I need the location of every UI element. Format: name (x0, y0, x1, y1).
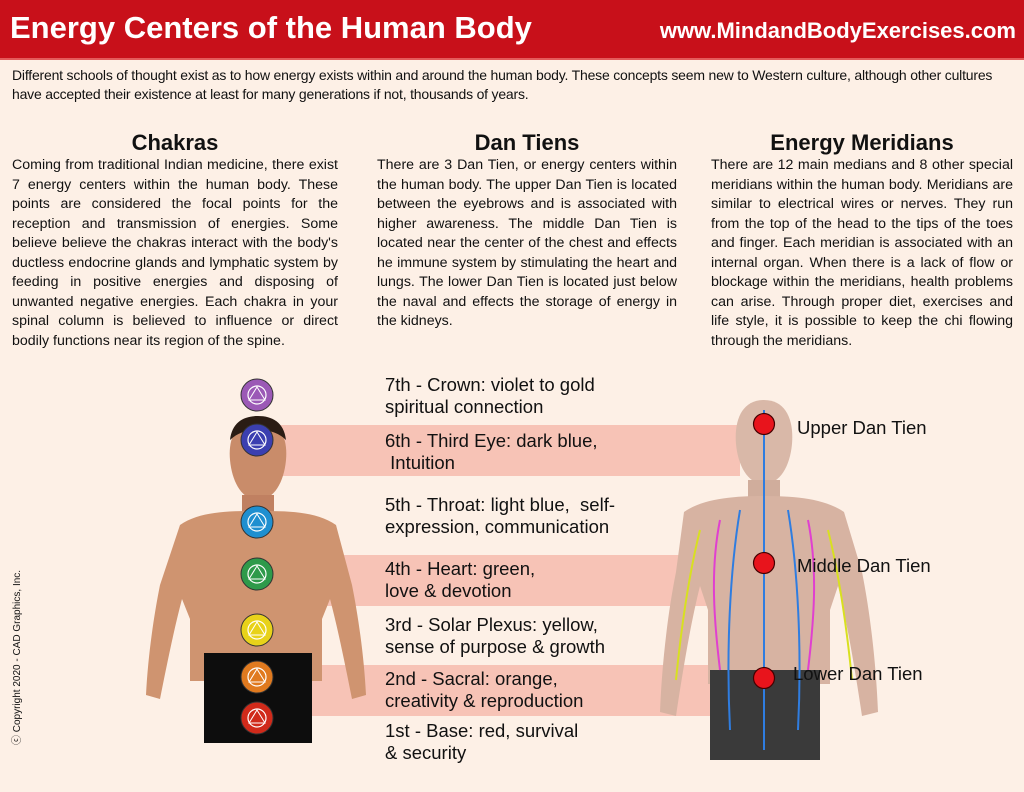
chakra-label: 5th - Throat: light blue, self- expressi… (385, 494, 615, 537)
section-title: Energy Meridians (770, 130, 954, 155)
chakra-label: 1st - Base: red, survival & security (385, 720, 579, 763)
chakra-symbol-icon (240, 557, 274, 591)
chakras-section: Chakras Coming from traditional Indian m… (12, 130, 338, 351)
highlight-band (240, 665, 740, 716)
section-text: Coming from traditional Indian medicine,… (12, 157, 338, 349)
chakra-symbol-icon (240, 505, 274, 539)
website-url: www.MindandBodyExercises.com (659, 18, 1016, 43)
section-title: Dan Tiens (474, 130, 580, 155)
section-title: Chakras (131, 130, 219, 155)
chakra-label: 7th - Crown: violet to gold spiritual co… (385, 374, 595, 417)
dan-tien-label: Lower Dan Tien (793, 663, 923, 684)
header-bar: Energy Centers of the Human Body www.Min… (0, 0, 1024, 60)
dan-tiens-section: Dan Tiens There are 3 Dan Tien, or energ… (377, 130, 677, 332)
meridian-body-figure (660, 400, 878, 760)
chakra-body-figure (146, 416, 366, 743)
chakra-label: 2nd - Sacral: orange, creativity & repro… (385, 668, 584, 711)
dan-tien-marker-icon (752, 551, 776, 575)
dan-tien-marker-icon (752, 666, 776, 690)
dan-tien-marker-icon (752, 412, 776, 436)
chakra-symbol-icon (240, 378, 274, 412)
section-text: There are 3 Dan Tien, or energy centers … (377, 157, 677, 329)
copyright: ⓒ Copyright 2020 - CAD Graphics, Inc. (12, 569, 23, 745)
chakra-label: 6th - Third Eye: dark blue, Intuition (385, 430, 598, 473)
dan-tien-label: Middle Dan Tien (797, 555, 931, 576)
page-title: Energy Centers of the Human Body (10, 10, 532, 45)
meridians-section: Energy Meridians There are 12 main media… (711, 130, 1013, 351)
dan-tien-label: Upper Dan Tien (797, 417, 927, 438)
chakra-symbol-icon (240, 660, 274, 694)
chakra-label: 4th - Heart: green, love & devotion (385, 558, 536, 601)
chakra-symbol-icon (240, 701, 274, 735)
chakra-symbol-icon (240, 613, 274, 647)
intro-text: Different schools of thought exist as to… (12, 67, 993, 102)
highlight-band (240, 425, 740, 476)
section-text: There are 12 main medians and 8 other sp… (711, 157, 1013, 349)
chakra-symbol-icon (240, 423, 274, 457)
chakra-label: 3rd - Solar Plexus: yellow, sense of pur… (385, 614, 606, 657)
